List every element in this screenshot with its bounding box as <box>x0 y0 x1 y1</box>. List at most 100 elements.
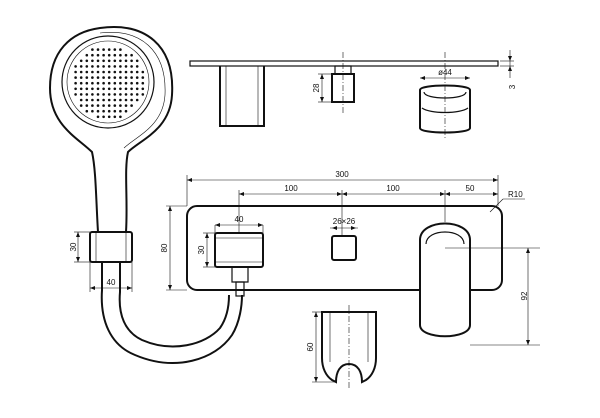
nozzle-dot <box>96 109 100 113</box>
nozzle-dot <box>119 48 122 51</box>
holder-dimensions: 60 <box>306 311 336 383</box>
nozzle-dot <box>102 109 105 113</box>
nozzle-dot <box>124 53 128 57</box>
nozzle-dot <box>107 87 111 91</box>
nozzle-dot <box>85 76 89 79</box>
nozzle-dot <box>113 93 117 96</box>
nozzle-dot <box>107 93 111 96</box>
handset-dimensions: 30 40 <box>69 231 133 292</box>
nozzle-dot <box>124 65 128 68</box>
nozzle-dot <box>79 81 83 85</box>
nozzle-dot <box>130 70 133 74</box>
square-size-label: 26×26 <box>333 217 356 226</box>
handle-offset-label: 92 <box>520 291 529 300</box>
nozzle-dot <box>141 76 145 79</box>
nozzle-dot <box>79 87 83 91</box>
holder-height-label: 60 <box>306 342 315 351</box>
nozzle-dot <box>102 104 105 107</box>
nozzle-dot <box>96 48 100 51</box>
nozzle-dot <box>135 98 139 102</box>
nozzle-dot <box>130 81 133 85</box>
front-view-dimensions: 300 100 100 50 R10 40 26×26 80 <box>160 170 540 346</box>
nozzle-dot <box>91 93 94 96</box>
handset-neck-width-label: 40 <box>107 278 116 287</box>
nozzle-dot <box>130 53 133 57</box>
nozzle-dot <box>135 65 139 68</box>
nozzle-dot <box>113 104 117 107</box>
nozzle-dot <box>113 70 117 74</box>
nozzle-dot <box>102 81 105 85</box>
nozzle-dot <box>130 93 133 96</box>
plate-thickness-label: 3 <box>508 84 517 89</box>
spacing-mid-label: 100 <box>386 184 400 193</box>
nozzle-dot <box>91 109 94 113</box>
nozzle-dot <box>107 70 111 74</box>
nozzle-dot <box>91 53 94 57</box>
nozzle-dot <box>124 98 128 102</box>
nozzle-dot <box>96 65 100 68</box>
overall-width-label: 300 <box>335 170 349 179</box>
front-view <box>186 205 503 338</box>
nozzle-dot <box>141 81 145 85</box>
nozzle-dot <box>130 59 133 63</box>
nozzle-dot <box>79 98 83 102</box>
nozzle-dot <box>113 59 117 63</box>
nozzle-dot <box>124 87 128 91</box>
nozzle-dot <box>85 65 89 68</box>
nozzle-dot <box>102 65 105 68</box>
spacing-left-label: 100 <box>284 184 298 193</box>
nozzle-dot <box>130 65 133 68</box>
nozzle-dot <box>107 81 111 85</box>
nozzle-dot <box>119 76 122 79</box>
nozzle-dot <box>85 53 89 57</box>
nozzle-dot <box>141 87 145 91</box>
nozzle-dot <box>135 81 139 85</box>
nozzle-dot <box>135 93 139 96</box>
nozzle-dot <box>102 59 105 63</box>
nozzle-dot <box>113 98 117 102</box>
nozzle-dot <box>102 70 105 74</box>
nozzle-dot <box>96 104 100 107</box>
nozzle-dot <box>79 93 83 96</box>
nozzle-dot <box>102 115 105 119</box>
nozzle-dot <box>85 59 89 63</box>
nozzle-dot <box>113 81 117 85</box>
nozzle-dot <box>85 87 89 91</box>
spout-width-label: 40 <box>235 215 244 224</box>
nozzle-dot <box>119 87 122 91</box>
nozzle-dot <box>79 59 83 63</box>
plate-height-label: 80 <box>160 243 169 252</box>
nozzle-dot <box>130 87 133 91</box>
nozzle-dot <box>107 98 111 102</box>
nozzle-dot <box>124 109 128 113</box>
nozzle-dot <box>96 53 100 57</box>
nozzle-dot <box>91 48 94 51</box>
nozzle-dot <box>96 70 100 74</box>
nozzle-dot <box>124 59 128 63</box>
nozzle-dot <box>107 65 111 68</box>
nozzle-dot <box>107 53 111 57</box>
nozzle-dot <box>102 76 105 79</box>
nozzle-dot <box>130 98 133 102</box>
nozzle-dot <box>91 87 94 91</box>
nozzle-dot <box>91 98 94 102</box>
nozzle-dot <box>96 87 100 91</box>
nozzle-dot <box>107 76 111 79</box>
nozzle-dot <box>91 59 94 63</box>
nozzle-dot <box>135 59 139 63</box>
nozzle-dot <box>85 93 89 96</box>
nozzle-dot <box>107 115 111 119</box>
nozzle-dot <box>74 65 77 68</box>
nozzle-dot <box>130 76 133 79</box>
nozzle-dot <box>85 70 89 74</box>
nozzle-dot <box>96 93 100 96</box>
nozzle-dot <box>141 93 145 96</box>
nozzle-dot <box>79 70 83 74</box>
nozzle-dot <box>91 65 94 68</box>
nozzle-dot <box>96 76 100 79</box>
top-view <box>189 52 499 140</box>
nozzle-dot <box>130 104 133 107</box>
nozzle-dot <box>141 70 145 74</box>
nozzle-dot <box>119 65 122 68</box>
